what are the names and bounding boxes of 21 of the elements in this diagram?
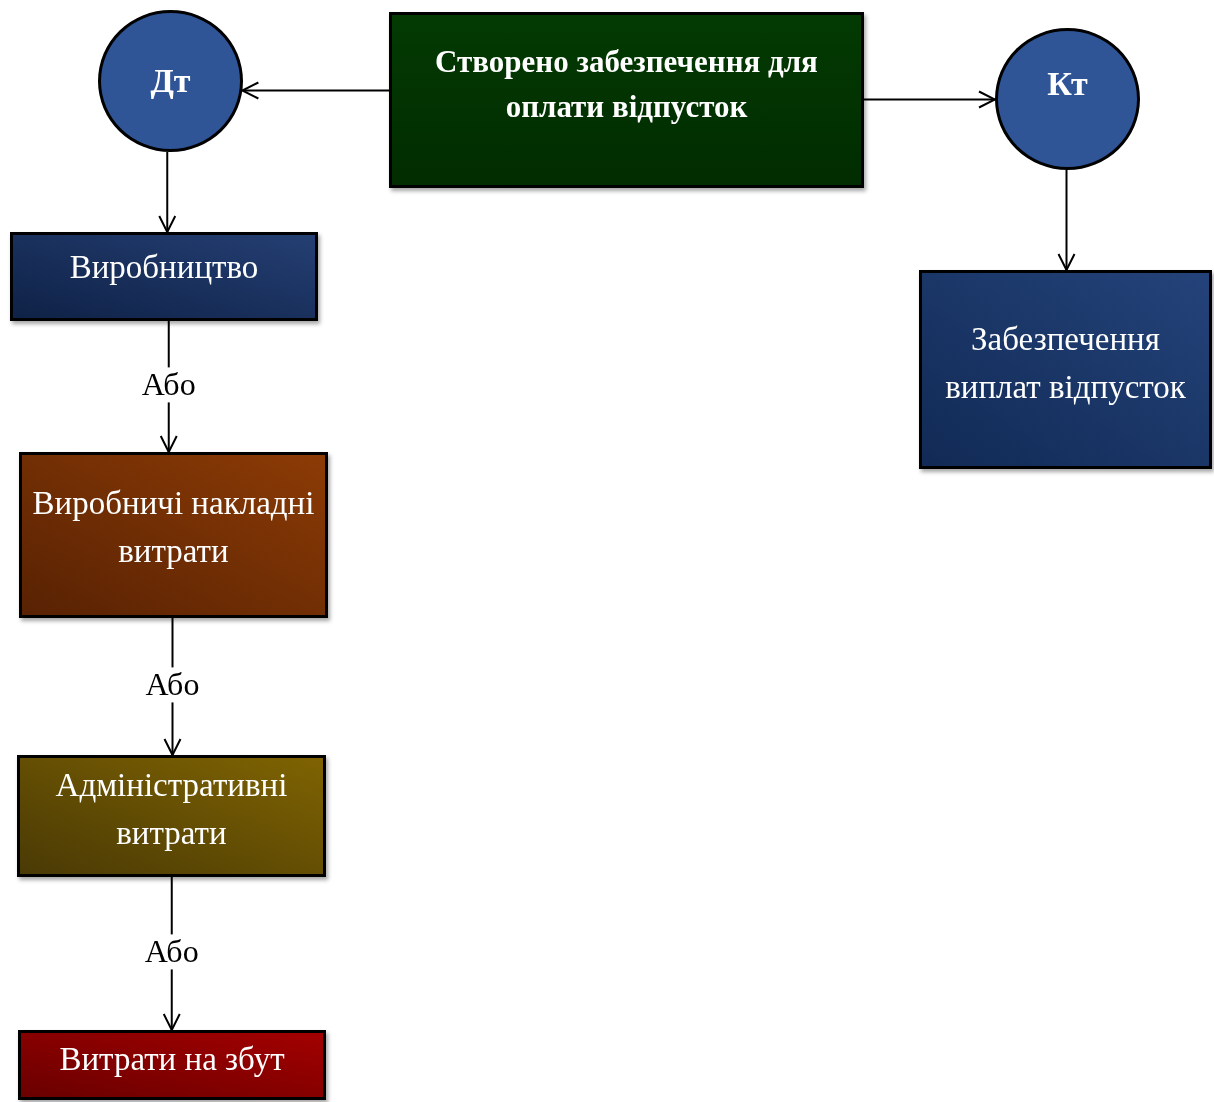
edge-label: Або [143,666,202,703]
node-text: Виробничі накладні витрати [31,484,316,571]
arrow [1057,169,1076,271]
process-box [18,1030,326,1100]
arrow [241,81,390,100]
arrow [158,151,177,233]
node-text: Дт [150,61,191,102]
node-text: Виробництво [69,247,259,287]
process-box [17,755,326,877]
node-text: Витрати на збут [59,1040,285,1080]
edge-label: Або [142,933,201,970]
process-box [919,270,1212,469]
node-text: Кт [1047,64,1088,105]
edge-label: Або [139,366,198,403]
arrow [863,90,996,109]
node-text: Адміністративні витрати [54,766,289,853]
process-box [19,452,328,618]
process-box [389,12,864,188]
node-text: Створено забезпечення для оплати відпусток [434,43,819,126]
process-box [10,232,318,321]
node-text: Забезпечення виплат відпусток [944,319,1187,407]
